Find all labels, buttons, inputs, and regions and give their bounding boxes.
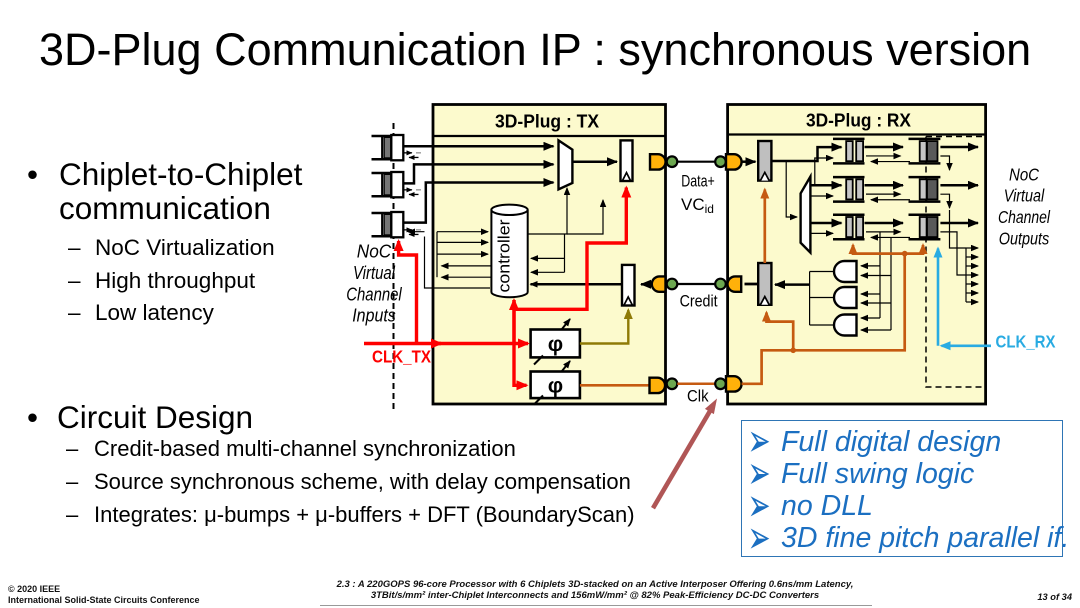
svg-text:Channel: Channel xyxy=(998,207,1051,227)
svg-text:3D-Plug : RX: 3D-Plug : RX xyxy=(806,111,911,131)
svg-text:NoC: NoC xyxy=(1009,165,1039,185)
svg-text:Data+: Data+ xyxy=(681,172,715,191)
svg-text:CLK_TX: CLK_TX xyxy=(372,346,431,366)
svg-text:Virtual: Virtual xyxy=(1004,185,1045,205)
svg-text:Inputs: Inputs xyxy=(352,305,396,326)
svg-text:NoC: NoC xyxy=(357,241,392,262)
svg-text:Outputs: Outputs xyxy=(999,229,1050,249)
svg-text:Virtual: Virtual xyxy=(353,262,396,283)
svg-text:Clk: Clk xyxy=(687,386,709,405)
svg-text:CLK_RX: CLK_RX xyxy=(996,332,1056,352)
svg-text:Channel: Channel xyxy=(346,283,402,304)
svg-text:φ: φ xyxy=(548,374,563,398)
svg-text:3D-Plug : TX: 3D-Plug : TX xyxy=(495,112,599,132)
svg-text:φ: φ xyxy=(548,332,563,356)
svg-text:VCid: VCid xyxy=(681,195,714,216)
svg-text:controller: controller xyxy=(496,219,514,293)
svg-text:Credit: Credit xyxy=(680,291,718,310)
